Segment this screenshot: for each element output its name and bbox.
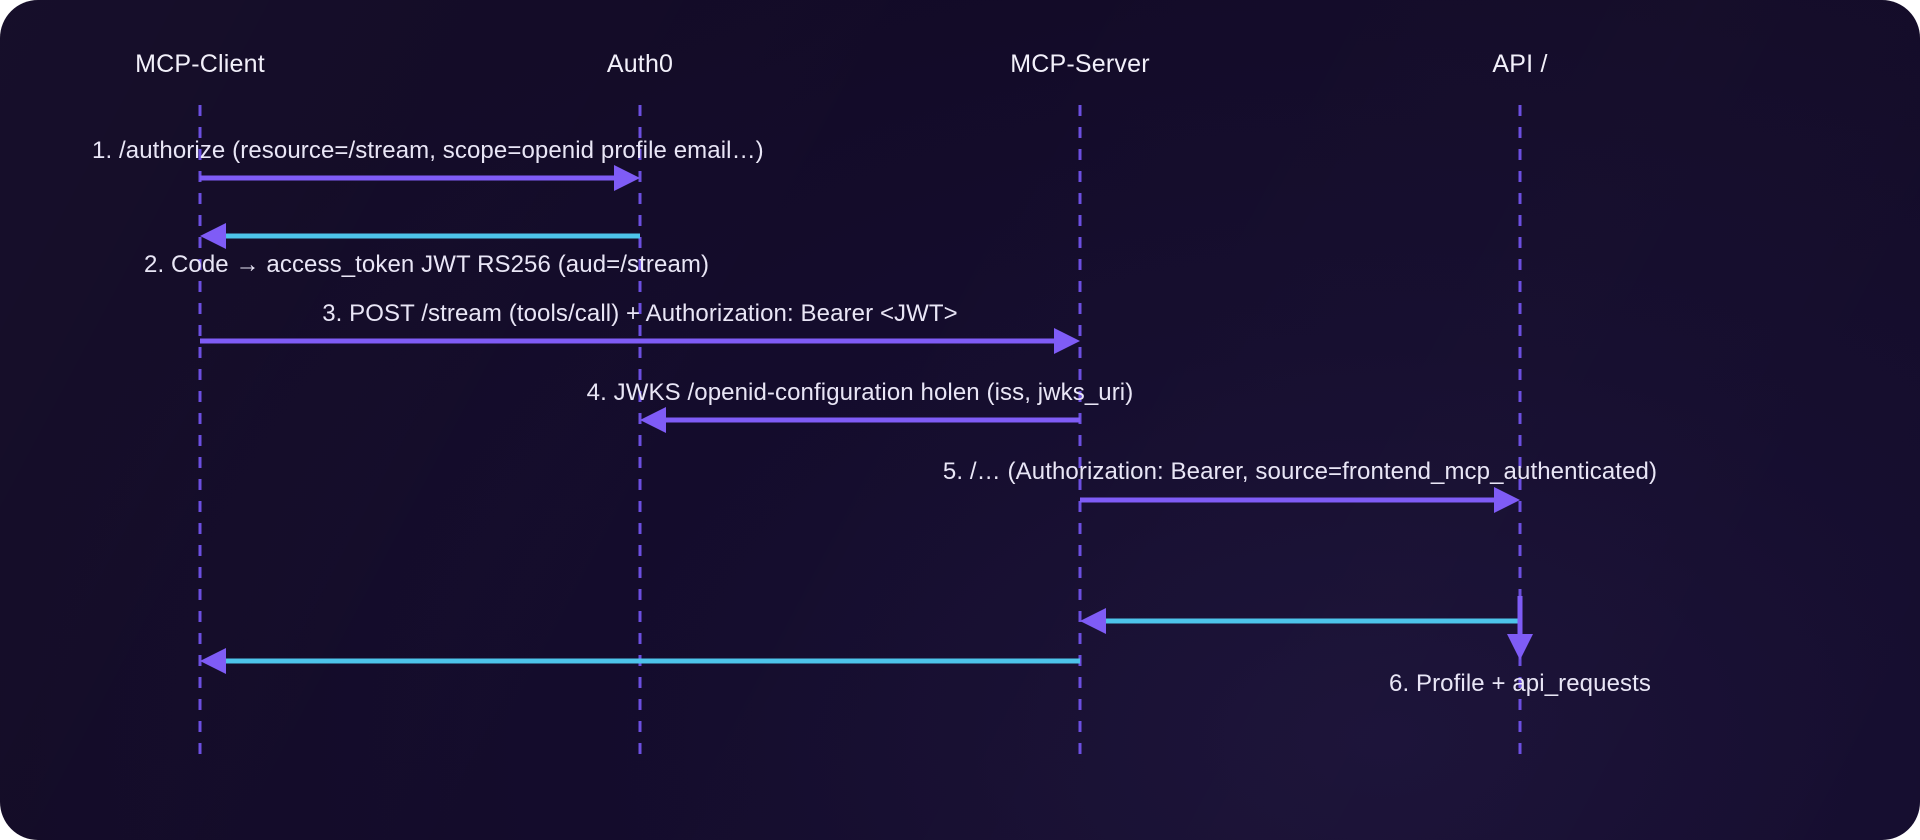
message-arrowhead-5c <box>200 648 226 674</box>
message-1: 1. /authorize (resource=/stream, scope=o… <box>92 137 764 191</box>
message-6: 6. Profile + api_requests <box>1389 596 1651 697</box>
message-label-6: 6. Profile + api_requests <box>1389 670 1651 697</box>
message-arrowhead-2 <box>200 223 226 249</box>
message-arrowhead-5b <box>1080 608 1106 634</box>
messages-group: 1. /authorize (resource=/stream, scope=o… <box>92 137 1657 697</box>
message-arrowhead-4 <box>640 407 666 433</box>
message-5: 5. /… (Authorization: Bearer, source=fro… <box>943 458 1657 513</box>
message-label-3: 3. POST /stream (tools/call) + Authoriza… <box>322 300 958 327</box>
actor-label-auth0: Auth0 <box>607 50 673 78</box>
lifelines-group <box>198 105 1522 755</box>
actor-headers-group: MCP-Client Auth0 MCP-Server API / <box>135 50 1547 78</box>
message-3: 3. POST /stream (tools/call) + Authoriza… <box>200 300 1080 354</box>
message-4: 4. JWKS /openid-configuration holen (iss… <box>587 379 1134 433</box>
message-arrowhead-3 <box>1054 328 1080 354</box>
message-label-5: 5. /… (Authorization: Bearer, source=fro… <box>943 458 1657 485</box>
message-2: 2. Code → access_token JWT RS256 (aud=/s… <box>144 223 709 278</box>
actor-label-api: API / <box>1492 50 1547 78</box>
message-label-1: 1. /authorize (resource=/stream, scope=o… <box>92 137 764 164</box>
message-label-2: 2. Code → access_token JWT RS256 (aud=/s… <box>144 251 709 278</box>
message-5c <box>200 648 1080 674</box>
message-5b <box>1080 608 1520 634</box>
message-arrowhead-5 <box>1494 487 1520 513</box>
message-label-4: 4. JWKS /openid-configuration holen (iss… <box>587 379 1134 406</box>
actor-label-server: MCP-Server <box>1010 50 1150 78</box>
message-arrowhead-6 <box>1507 634 1533 660</box>
message-arrowhead-1 <box>614 165 640 191</box>
actor-label-client: MCP-Client <box>135 50 265 78</box>
